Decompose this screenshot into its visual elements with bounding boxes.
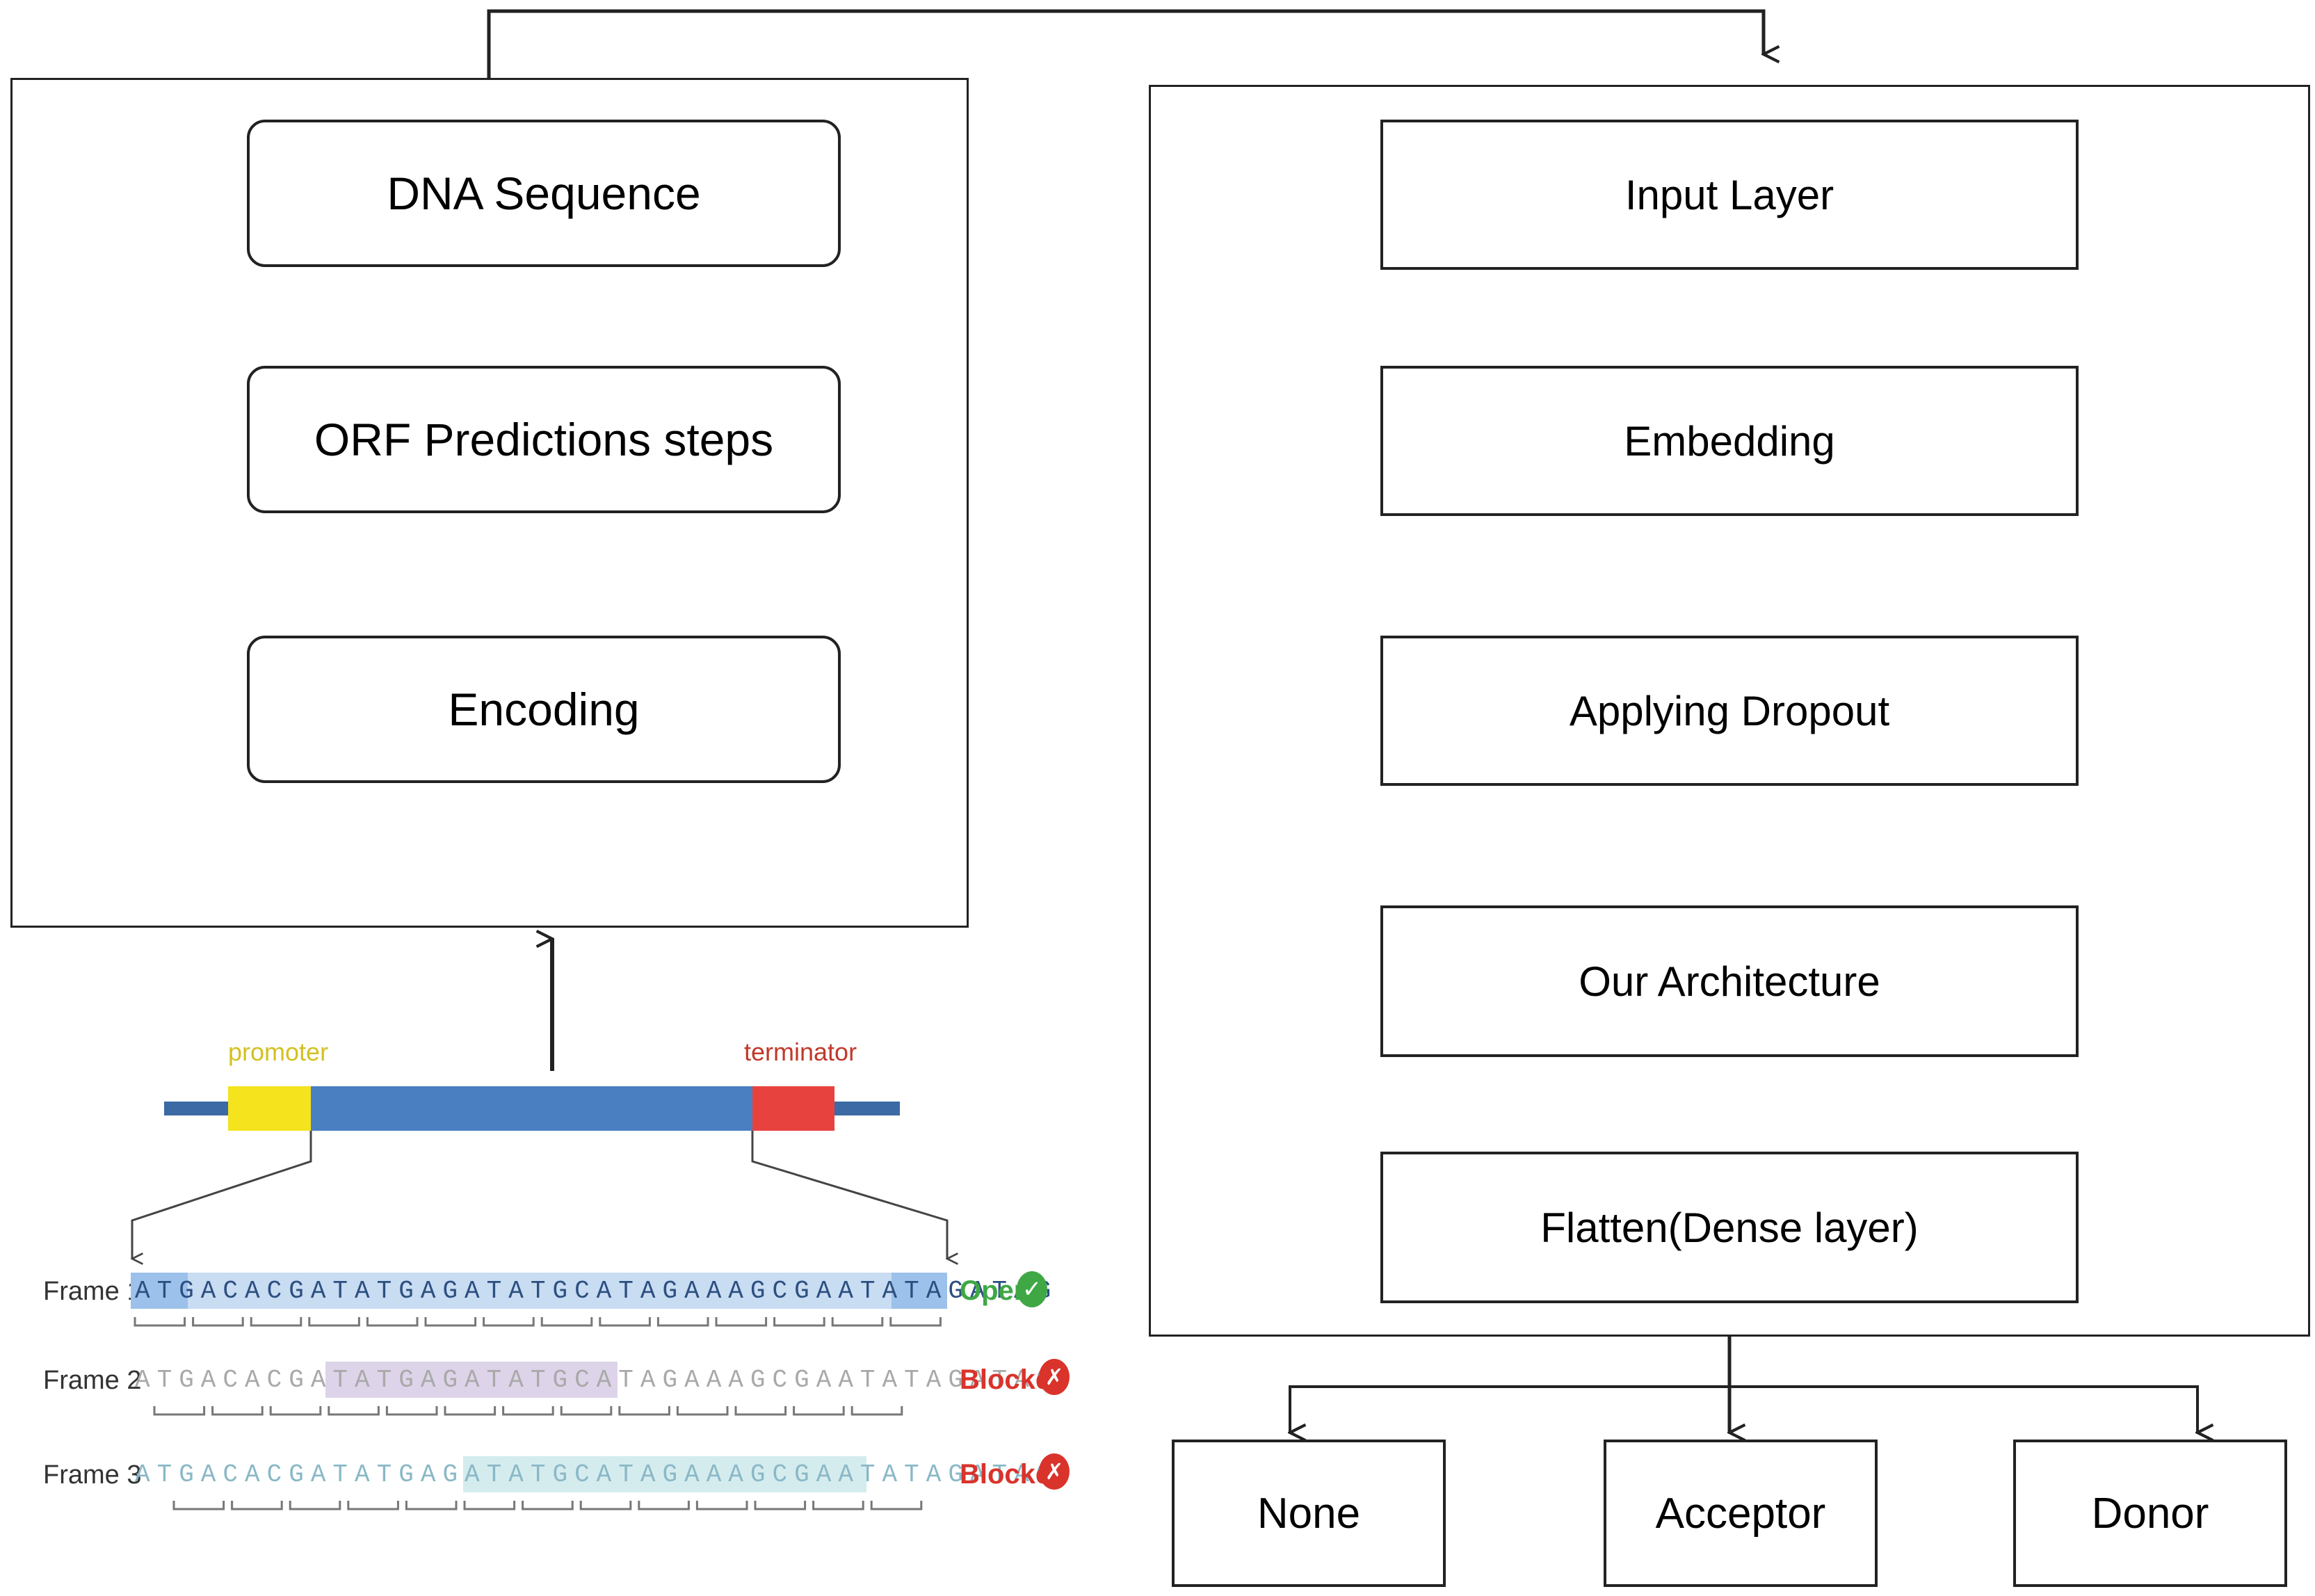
codon-bracket [793, 1406, 845, 1416]
codon-bracket [850, 1406, 903, 1416]
codon-bracket [638, 1501, 690, 1510]
frame-2-label: Frame 2 [43, 1366, 142, 1395]
codon-bracket [870, 1501, 923, 1510]
codon-bracket [676, 1406, 729, 1416]
layer-flatten: Flatten(Dense layer) [1380, 1152, 2079, 1303]
output-label: Donor [2091, 1489, 2209, 1538]
frame-2-sequence: ATGACACGATATGAGATATGCATAGAAAGCGAATATAGAT… [135, 1366, 1058, 1394]
top-connector [487, 9, 1764, 78]
layer-label: Input Layer [1624, 171, 1834, 218]
layer-label: Embedding [1624, 417, 1835, 465]
zoom-line-left [132, 1130, 312, 1259]
codon-bracket [308, 1317, 360, 1327]
cross-icon: ✗ [1039, 1359, 1070, 1395]
codon-bracket [831, 1317, 884, 1327]
step-label: ORF Predictions steps [314, 414, 774, 465]
codon-bracket [211, 1406, 264, 1416]
frame-1-label: Frame 1 [43, 1277, 142, 1306]
codon-bracket [405, 1501, 458, 1510]
codon-bracket [560, 1406, 613, 1416]
output-none: None [1172, 1440, 1446, 1587]
codon-bracket [269, 1406, 322, 1416]
codon-bracket [812, 1501, 864, 1510]
codon-bracket [579, 1501, 632, 1510]
codon-bracket [540, 1317, 593, 1327]
frame-1-highlight [131, 1273, 947, 1309]
layer-label: Applying Dropout [1569, 687, 1890, 734]
promoter-block [228, 1086, 311, 1131]
codon-bracket [522, 1501, 574, 1510]
frame-3-label: Frame 3 [43, 1460, 142, 1490]
codon-bracket [483, 1317, 535, 1327]
codon-bracket [153, 1406, 206, 1416]
frame-3-sequence: ATGACACGATATGAGATATGCATAGAAAGCGAATATAGAT… [135, 1460, 1058, 1489]
frame-1-start-codon [131, 1273, 188, 1309]
layer-label: Our Architecture [1579, 958, 1880, 1005]
codon-bracket [231, 1501, 283, 1510]
codon-bracket [889, 1317, 942, 1327]
codon-bracket [192, 1317, 244, 1327]
terminator-label: terminator [744, 1038, 857, 1066]
codon-bracket [250, 1317, 303, 1327]
promoter-label: promoter [228, 1038, 329, 1066]
codon-bracket [502, 1406, 554, 1416]
codon-bracket [695, 1501, 748, 1510]
codon-bracket [328, 1406, 380, 1416]
zoom-line-right [751, 1130, 947, 1259]
codon-bracket [347, 1501, 399, 1510]
codon-bracket [366, 1317, 419, 1327]
output-label: None [1257, 1489, 1361, 1538]
codon-bracket [463, 1501, 516, 1510]
codon-bracket [715, 1317, 768, 1327]
step-orf-predictions: ORF Predictions steps [247, 366, 841, 513]
frame-1-stop-codon [892, 1273, 947, 1309]
frame-1-sequence: ATGACACGATATGAGATATGCATAGAAAGCGAATATAGAT… [135, 1277, 1058, 1305]
frame-2-highlight [325, 1362, 618, 1398]
terminator-block [752, 1086, 834, 1131]
codon-bracket [134, 1317, 186, 1327]
codon-bracket [618, 1406, 670, 1416]
codon-bracket [424, 1317, 477, 1327]
codon-bracket [599, 1317, 651, 1327]
output-acceptor: Acceptor [1604, 1440, 1878, 1587]
codon-bracket [289, 1501, 341, 1510]
step-dna-sequence: DNA Sequence [247, 120, 841, 267]
cross-icon: ✗ [1039, 1453, 1070, 1490]
layer-dropout: Applying Dropout [1380, 636, 2079, 786]
output-donor: Donor [2013, 1440, 2287, 1587]
check-icon: ✓ [1017, 1271, 1047, 1307]
step-encoding: Encoding [247, 636, 841, 783]
layer-architecture: Our Architecture [1380, 905, 2079, 1057]
step-label: DNA Sequence [387, 168, 701, 219]
codon-bracket [734, 1406, 787, 1416]
codon-bracket [385, 1406, 438, 1416]
codon-bracket [773, 1317, 825, 1327]
gene-body [311, 1086, 752, 1131]
codon-bracket [656, 1317, 709, 1327]
layer-input: Input Layer [1380, 120, 2079, 270]
layer-label: Flatten(Dense layer) [1540, 1204, 1919, 1251]
output-label: Acceptor [1655, 1489, 1826, 1538]
branch-bar [1289, 1385, 2199, 1433]
codon-bracket [172, 1501, 225, 1510]
codon-bracket [444, 1406, 497, 1416]
layer-embedding: Embedding [1380, 366, 2079, 516]
step-label: Encoding [448, 684, 640, 735]
frame-3-highlight [463, 1456, 866, 1492]
codon-bracket [754, 1501, 807, 1510]
